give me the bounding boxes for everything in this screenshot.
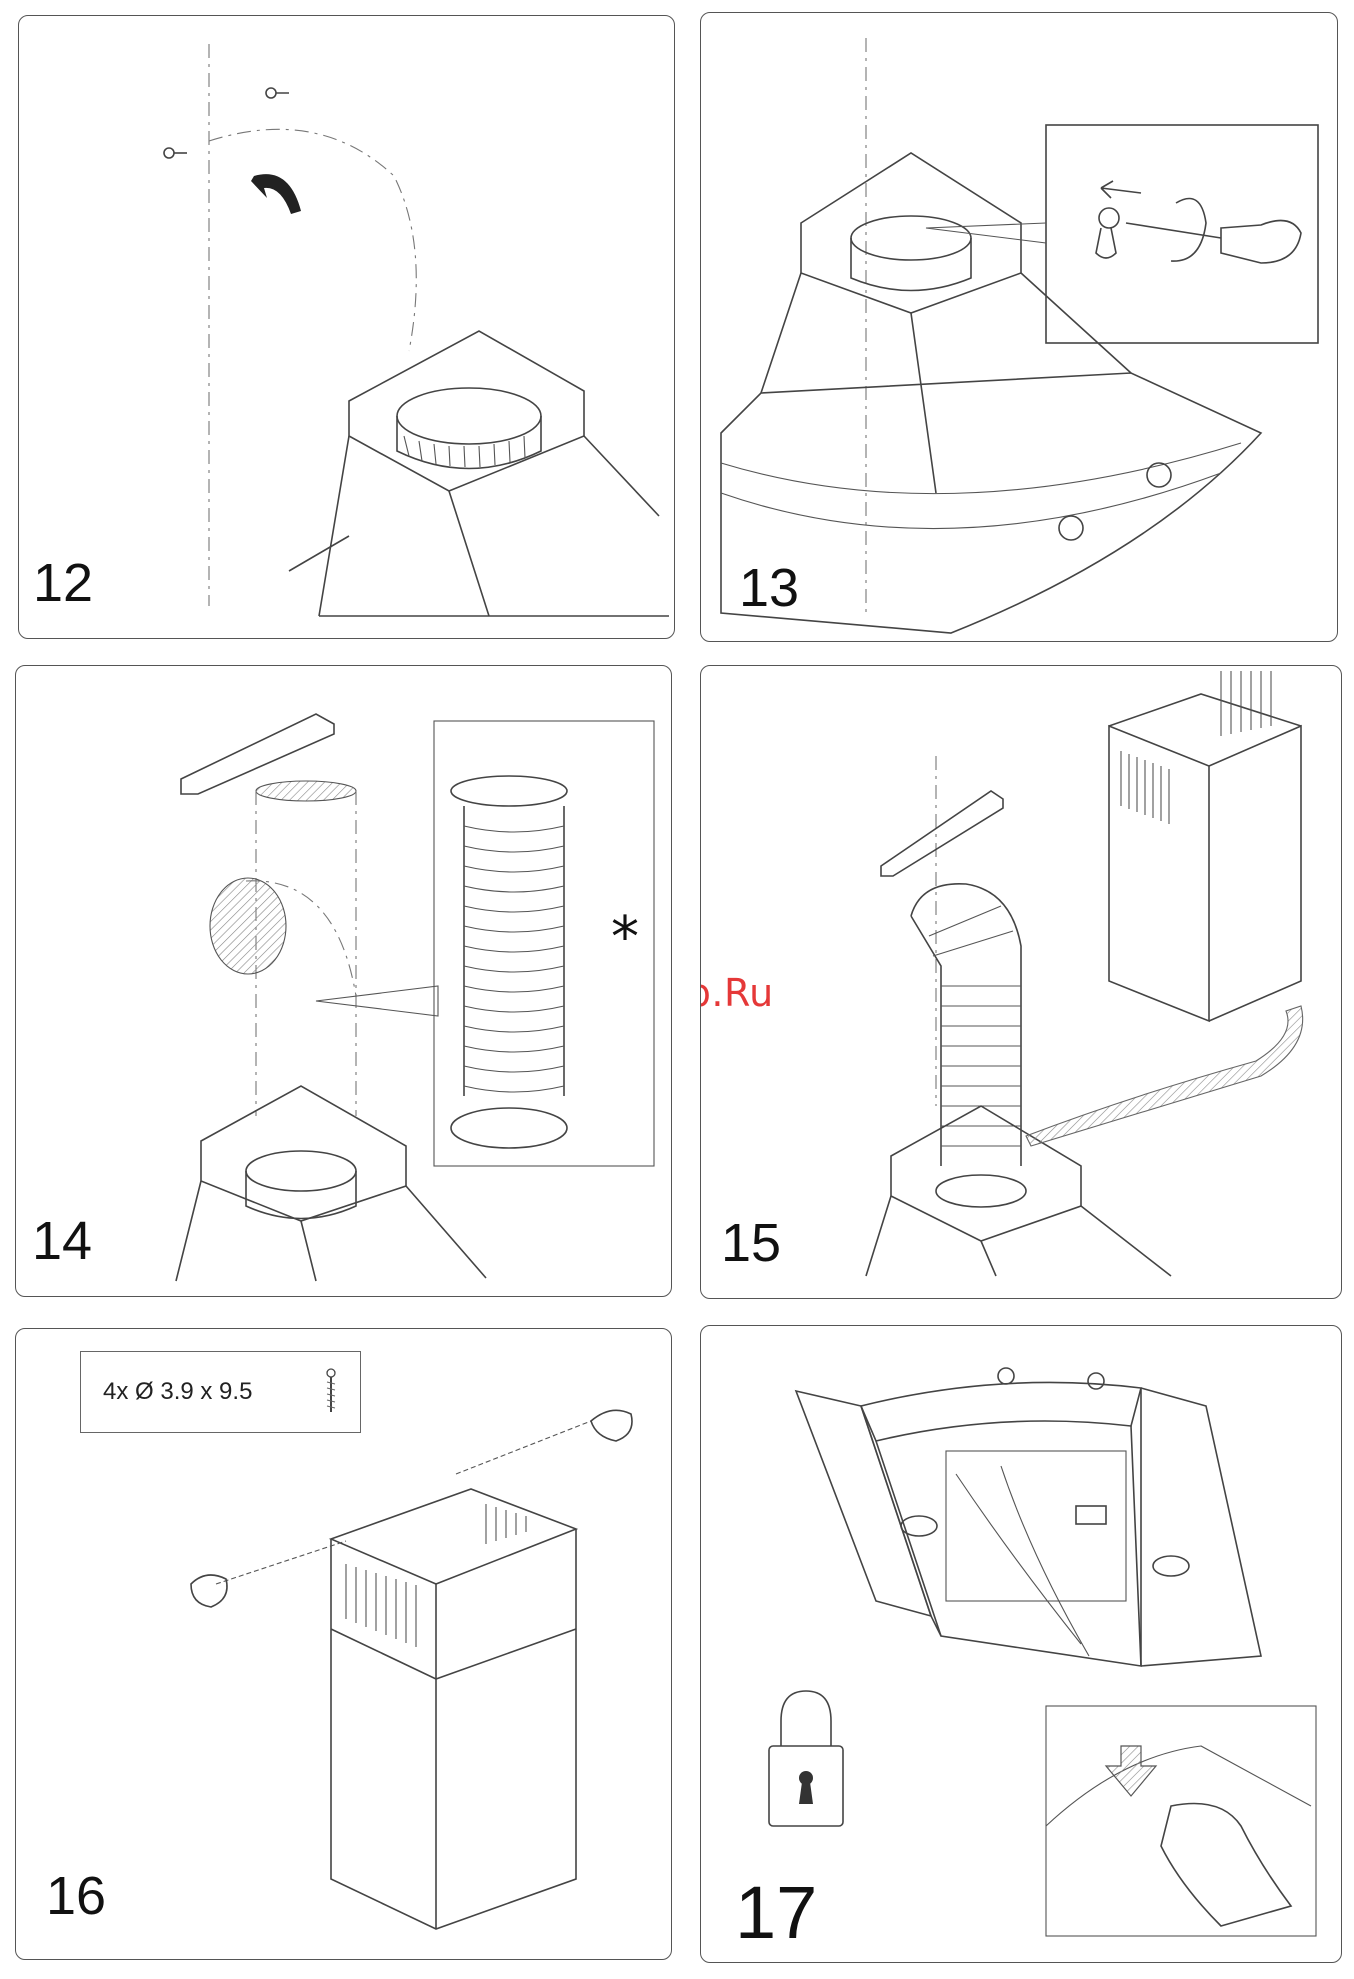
step-14-panel: * 14 [15,665,672,1297]
step-number: 16 [46,1869,106,1923]
step-number: 14 [32,1214,92,1268]
flexible-duct-icon [911,884,1021,1166]
screw-spec-label: 4x Ø 3.9 x 9.5 [103,1378,252,1406]
hood-screw-fixing-illustration [701,13,1337,641]
step-15-panel: 15 McGrp.Ru [700,665,1342,1299]
watermark: McGrp.Ru [700,971,774,1015]
hand-press-icon [1161,1804,1291,1927]
chimney-placement-illustration [701,666,1341,1298]
step-number: 15 [721,1216,781,1270]
rotate-arrow-icon [1171,199,1206,262]
step-16-panel: 4x Ø 3.9 x 9.5 16 [15,1328,672,1960]
arrow-down-icon [1106,1746,1156,1796]
grease-filter-illustration [701,1326,1341,1962]
screw-icon [321,1368,341,1418]
flexible-duct-icon [451,776,567,1148]
screw-icon [1096,208,1119,258]
screwdriver-hand-icon [191,1410,632,1607]
step-17-panel: 17 [700,1325,1342,1963]
asterisk-icon: * [611,905,639,970]
step-13-panel: 13 [700,12,1338,642]
step-number: 13 [739,561,799,615]
step-number: 12 [33,556,93,610]
curved-arrow-icon [1026,1006,1303,1146]
step-number: 17 [735,1876,817,1950]
screw-spec-box: 4x Ø 3.9 x 9.5 [80,1351,361,1433]
padlock-icon [769,1691,843,1826]
screwdriver-hand-icon [1126,221,1301,264]
rotate-arrow-icon [251,174,301,214]
arrow-left-icon [1101,181,1141,198]
screw-icon [164,88,289,158]
hood-top-collar-illustration [19,16,674,638]
step-12-panel: 12 [18,15,675,639]
duct-connection-illustration: * [16,666,671,1296]
